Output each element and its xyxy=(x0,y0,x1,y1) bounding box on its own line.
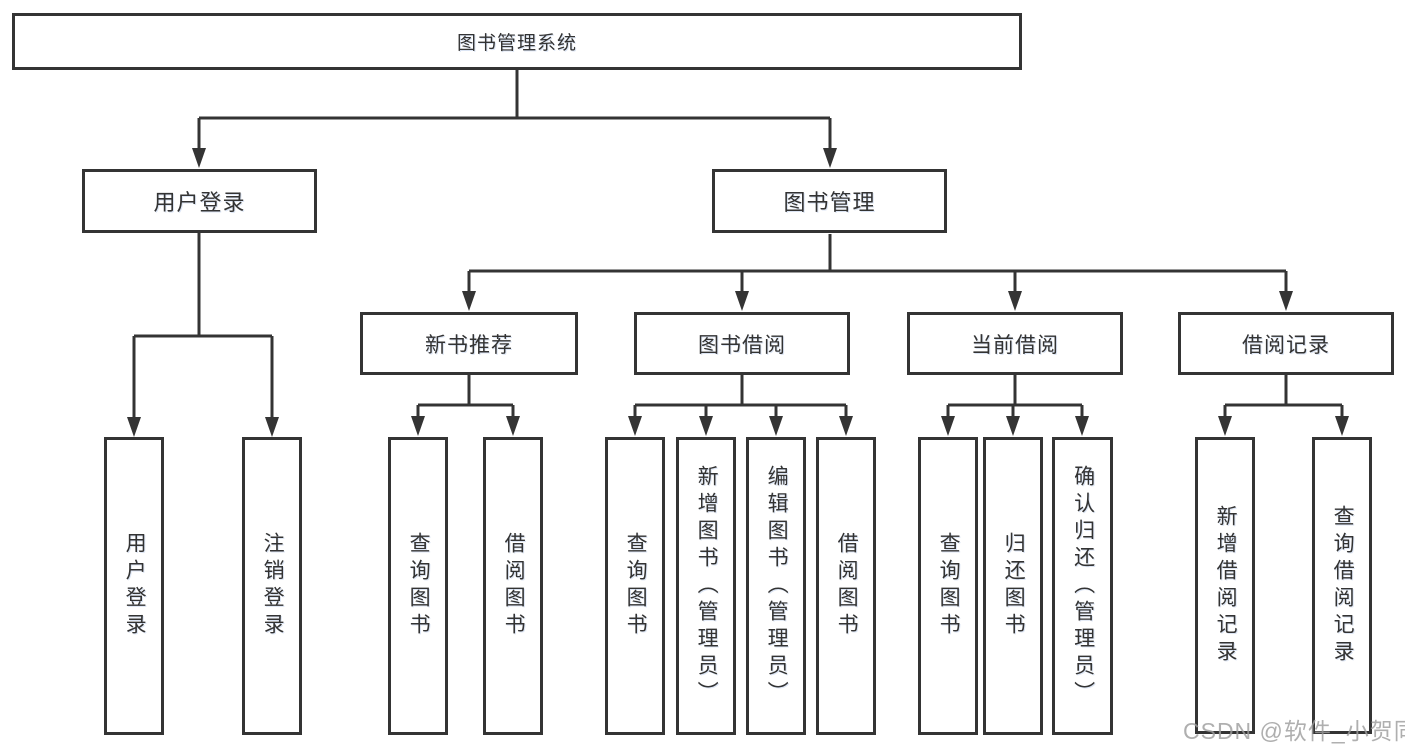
leaf-query-borrow-record: 查询借阅记录 xyxy=(1312,437,1372,734)
node-library-system-label: 图书管理系统 xyxy=(456,33,577,54)
leaf-query-books-current-label: 查询图书 xyxy=(937,532,961,640)
node-library-system: 图书管理系统 xyxy=(12,13,1022,70)
leaf-return-book: 归还图书 xyxy=(983,437,1043,735)
leaf-query-books-current: 查询图书 xyxy=(918,437,978,735)
node-new-book-recommend: 新书推荐 xyxy=(360,312,578,375)
leaf-query-books-borrow: 查询图书 xyxy=(605,437,665,735)
node-borrow-records: 借阅记录 xyxy=(1178,312,1394,375)
leaf-add-book-admin-label: 新增图书（管理员） xyxy=(695,464,719,708)
leaf-edit-book-admin-label: 编辑图书（管理员） xyxy=(765,464,789,708)
leaf-query-books-borrow-label: 查询图书 xyxy=(624,532,648,640)
leaf-confirm-return-admin-label: 确认归还（管理员） xyxy=(1071,464,1095,708)
leaf-add-book-admin: 新增图书（管理员） xyxy=(676,437,736,735)
node-book-management-label: 图书管理 xyxy=(783,190,876,215)
leaf-user-login: 用户登录 xyxy=(104,437,164,735)
node-borrow-records-label: 借阅记录 xyxy=(1242,333,1330,357)
leaf-borrow-books-label: 借阅图书 xyxy=(835,532,859,640)
watermark: CSDN @软件_小贺同学 xyxy=(1183,718,1405,744)
leaf-logout: 注销登录 xyxy=(242,437,302,735)
leaf-query-books-recommend: 查询图书 xyxy=(388,437,448,735)
node-user-login-group-label: 用户登录 xyxy=(153,190,246,215)
node-new-book-recommend-label: 新书推荐 xyxy=(425,333,513,357)
node-user-login-group: 用户登录 xyxy=(82,169,317,233)
leaf-borrow-books-recommend: 借阅图书 xyxy=(483,437,543,735)
connector-bookmgmt-to-level3 xyxy=(462,234,1293,311)
leaf-user-login-label: 用户登录 xyxy=(123,532,147,640)
leaf-borrow-books-recommend-label: 借阅图书 xyxy=(502,532,526,640)
leaf-logout-label: 注销登录 xyxy=(261,532,285,640)
leaf-borrow-books: 借阅图书 xyxy=(816,437,876,735)
leaf-query-borrow-record-label: 查询借阅记录 xyxy=(1331,504,1355,667)
leaf-return-book-label: 归还图书 xyxy=(1002,532,1026,640)
node-book-borrow: 图书借阅 xyxy=(634,312,850,375)
leaf-add-borrow-record-label: 新增借阅记录 xyxy=(1214,504,1238,667)
leaf-confirm-return-admin: 确认归还（管理员） xyxy=(1052,437,1113,735)
node-current-borrow-label: 当前借阅 xyxy=(971,333,1059,357)
node-book-management: 图书管理 xyxy=(712,169,947,233)
connector-bookborrow-to-leaves xyxy=(628,375,853,436)
connector-newbook-to-leaves xyxy=(411,375,520,436)
leaf-edit-book-admin: 编辑图书（管理员） xyxy=(746,437,806,735)
connector-root-to-level2 xyxy=(192,70,837,168)
connector-userlogin-to-leaves xyxy=(127,233,279,437)
node-book-borrow-label: 图书借阅 xyxy=(698,333,786,357)
leaf-add-borrow-record: 新增借阅记录 xyxy=(1195,437,1255,734)
leaf-query-books-recommend-label: 查询图书 xyxy=(407,532,431,640)
node-current-borrow: 当前借阅 xyxy=(907,312,1123,375)
connector-borrowrecords-to-leaves xyxy=(1218,375,1349,436)
connector-currentborrow-to-leaves xyxy=(941,375,1089,436)
